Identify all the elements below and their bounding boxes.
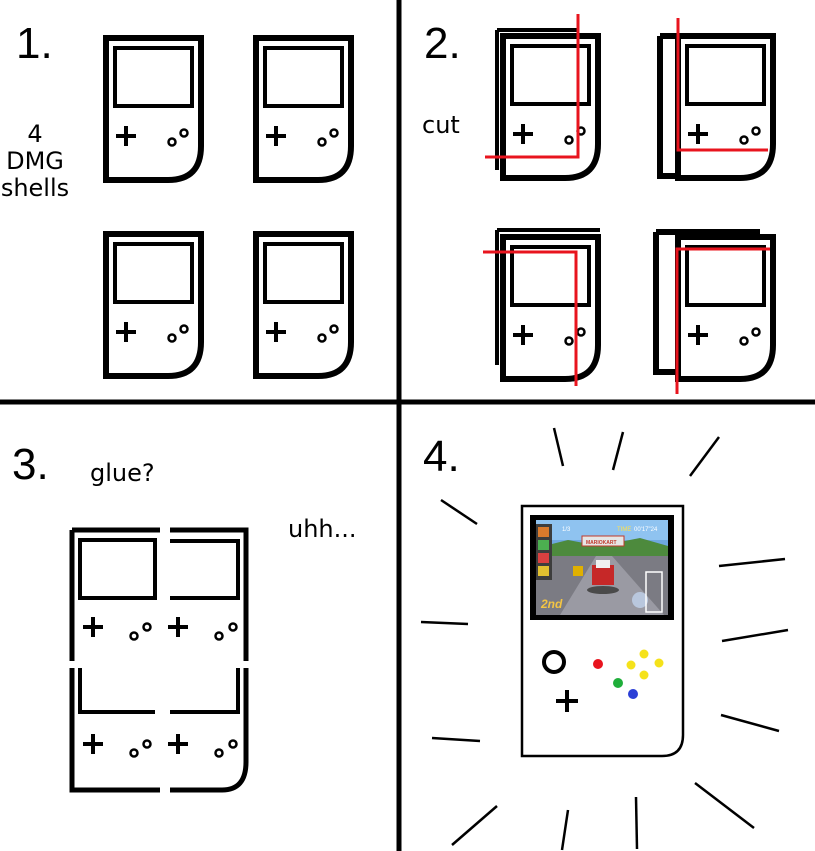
panel-3-glued-shell xyxy=(69,527,249,793)
panel-2-caption: cut xyxy=(422,111,460,139)
game-screenshot: 2nd 1/3 TIME 00'17"24 MARIOKART xyxy=(536,520,668,615)
panel-3-caption: glue? xyxy=(90,459,155,487)
panel-1-caption: 4 DMG shells xyxy=(0,121,70,202)
dmg-shell-icon xyxy=(503,237,598,379)
dmg-shell-icon xyxy=(678,36,773,178)
race-place: 2nd xyxy=(540,597,563,611)
b-button-green xyxy=(613,678,623,688)
caption-line: 4 xyxy=(27,120,43,148)
b-button xyxy=(593,659,603,669)
caption-line: DMG xyxy=(6,146,64,175)
dmg-shell-icon xyxy=(106,234,201,376)
panel-1-number: 1. xyxy=(16,19,53,68)
panel-1-shells xyxy=(106,38,351,376)
panel-2-number: 2. xyxy=(424,19,461,68)
panel-2-cut-shells xyxy=(483,14,773,394)
panel-3-aside: uhh... xyxy=(288,515,357,543)
cut-line xyxy=(675,247,770,394)
dmg-shell-icon xyxy=(678,237,773,379)
time-label: TIME xyxy=(617,527,631,533)
panel-4-number: 4. xyxy=(423,432,460,481)
analog-stick-icon xyxy=(542,650,566,674)
dmg-shell-icon xyxy=(256,38,351,180)
cut-line xyxy=(483,250,578,386)
cut-line xyxy=(485,14,580,159)
caption-line: shells xyxy=(0,173,70,202)
time-readout: 00'17"24 xyxy=(634,527,658,533)
track-sign: MARIOKART xyxy=(586,540,617,546)
handheld-console: 2nd 1/3 TIME 00'17"24 MARIOKART xyxy=(520,504,685,758)
dpad-icon xyxy=(556,690,578,712)
cut-line xyxy=(676,18,768,152)
lap-readout: 1/3 xyxy=(562,527,571,533)
c-buttons-icon xyxy=(626,649,664,680)
dmg-shell-icon xyxy=(256,234,351,376)
a-button-blue xyxy=(628,689,638,699)
dmg-shell-icon xyxy=(106,38,201,180)
panel-3-number: 3. xyxy=(12,440,49,489)
panel-4-burst-lines xyxy=(420,427,789,851)
